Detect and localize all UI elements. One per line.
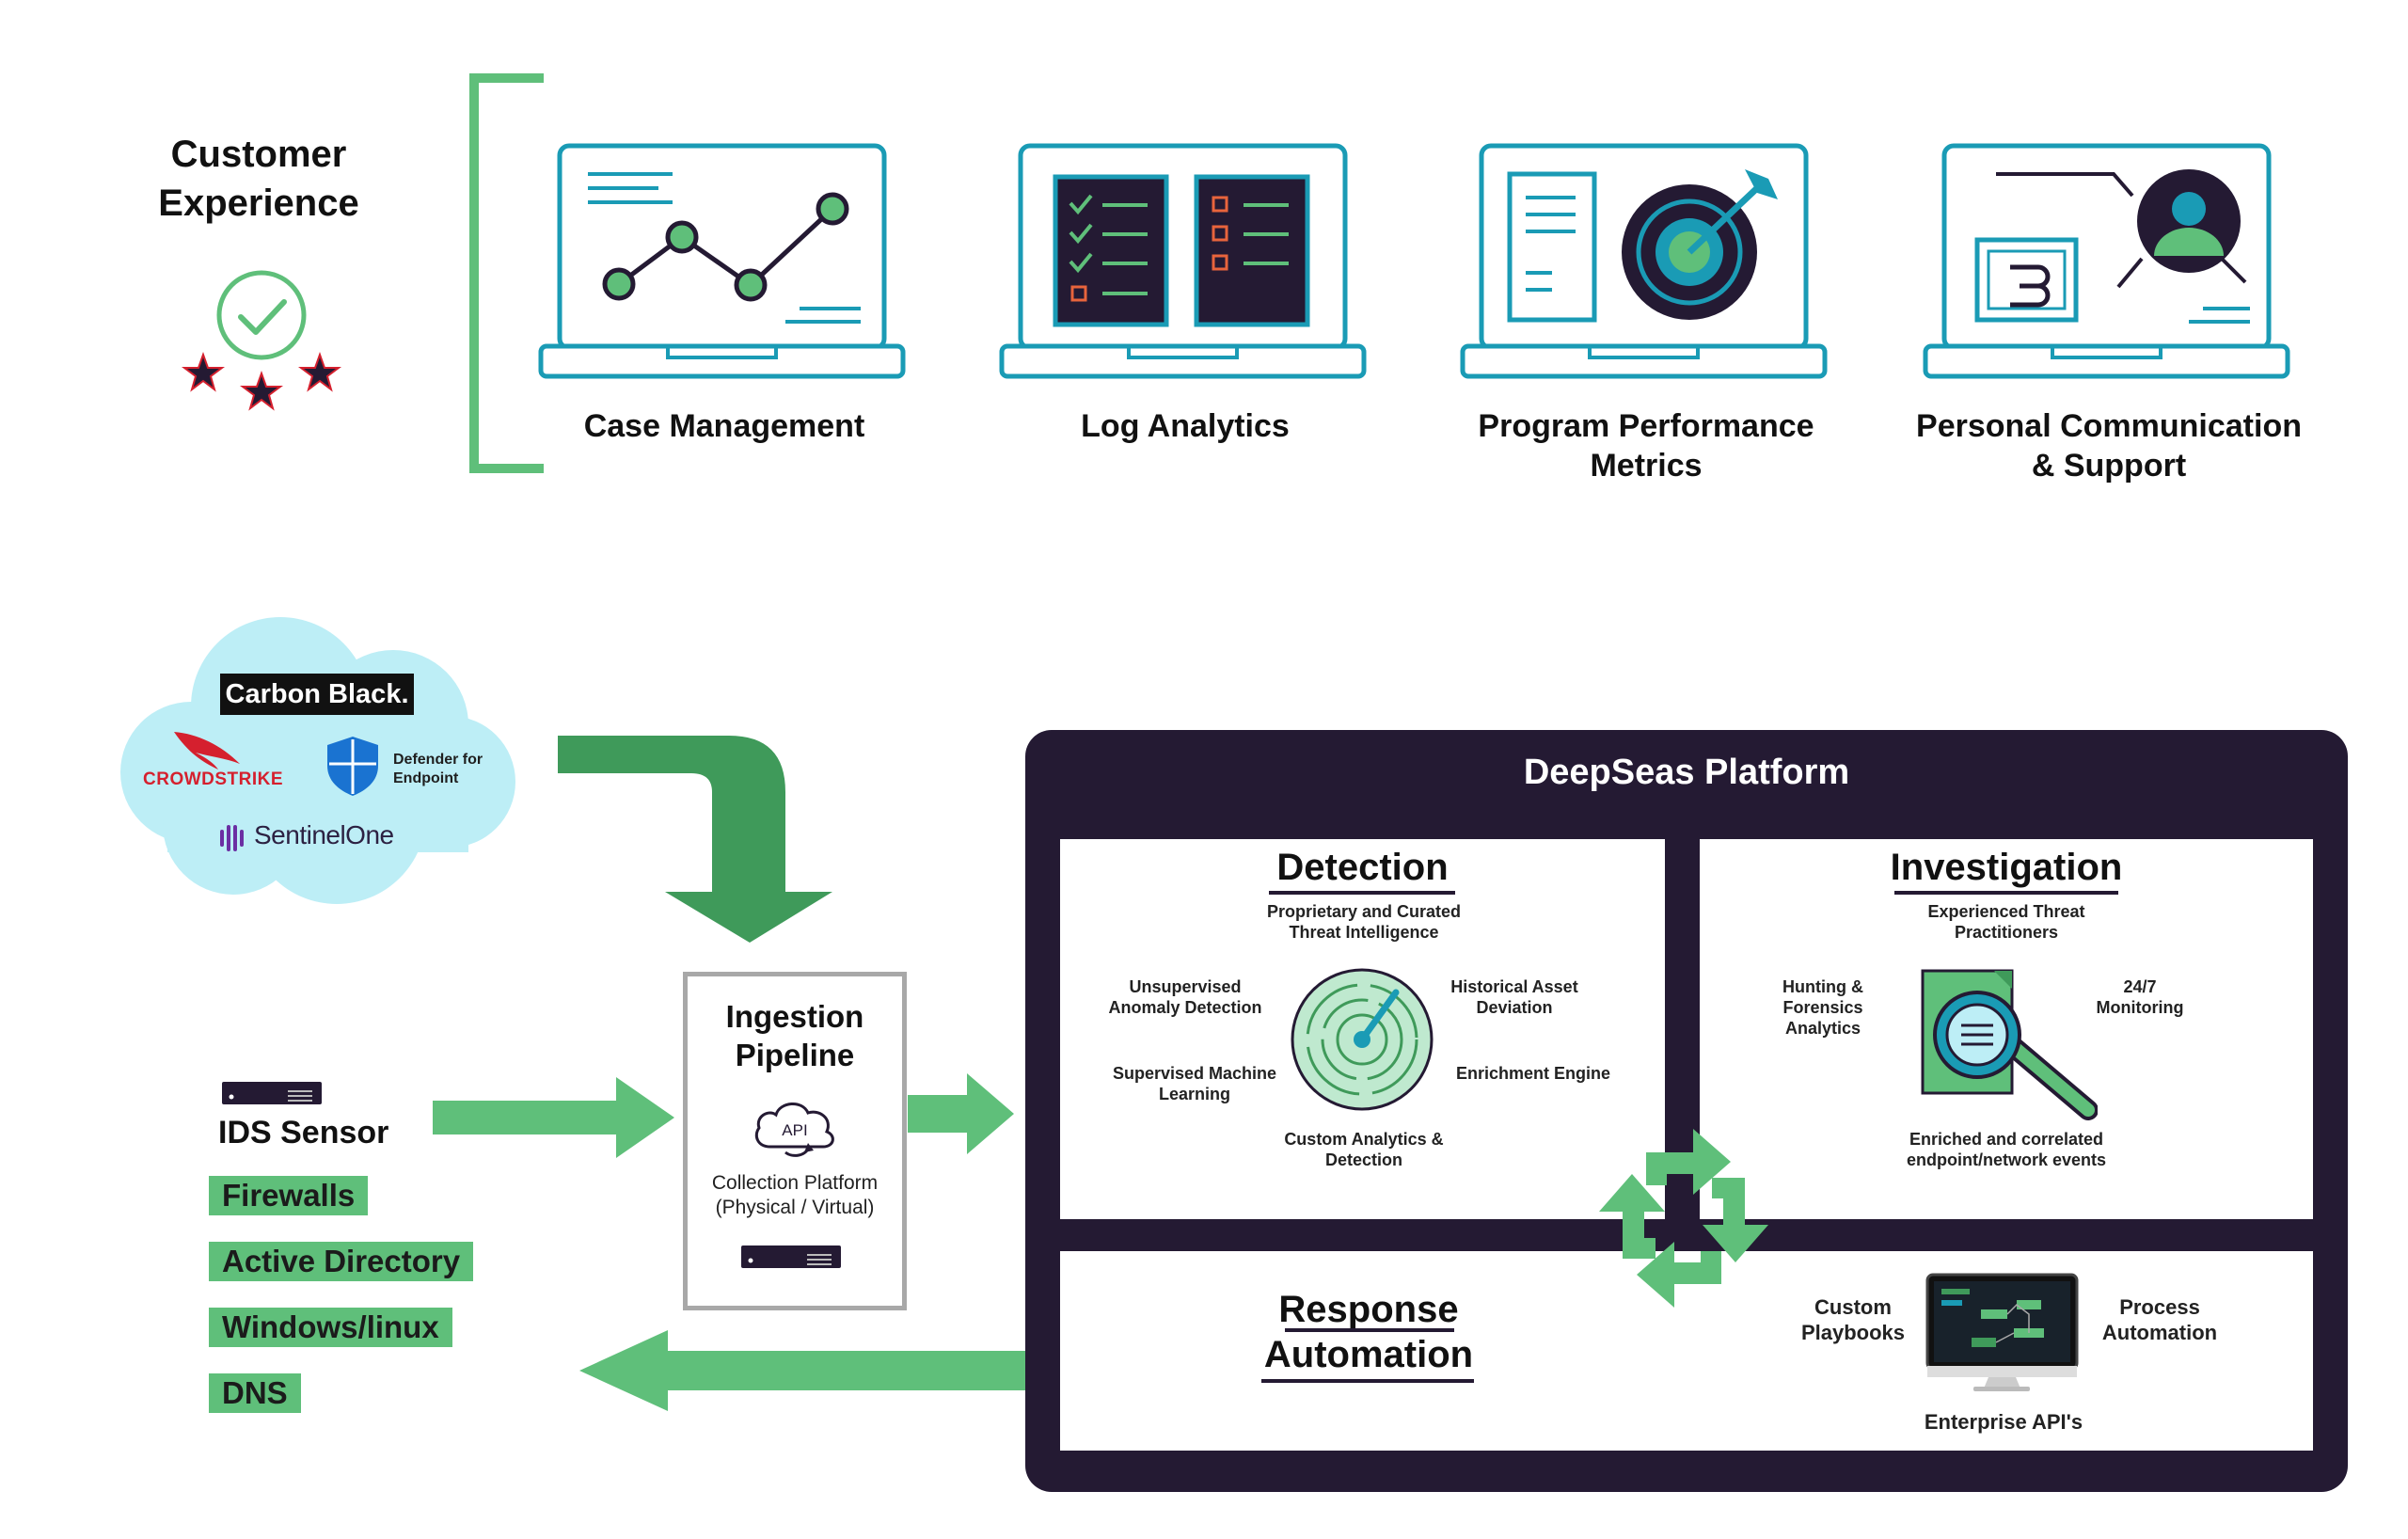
response-right-line1: Process [2119, 1295, 2200, 1319]
ingestion-title-line1: Ingestion [725, 999, 864, 1034]
detection-left2-line2: Learning [1158, 1085, 1230, 1103]
detection-bottom-line2: Detection [1324, 1150, 1402, 1169]
detection-title-underline [1269, 891, 1455, 895]
case-management-laptop-icon [538, 143, 906, 379]
ids-sensor-label: IDS Sensor [218, 1115, 389, 1150]
detection-anomaly: Unsupervised Anomaly Detection [1082, 976, 1289, 1018]
response-panel [1060, 1251, 2313, 1451]
personal-communication-laptop-icon [1923, 143, 2290, 379]
detection-left1-line2: Anomaly Detection [1108, 998, 1262, 1017]
program-performance-label-line1: Program Performance [1478, 408, 1814, 444]
ingestion-sub-line2: (Physical / Virtual) [715, 1197, 875, 1218]
investigation-practitioners: Experienced Threat Practitioners [1865, 901, 2147, 943]
investigation-bottom-line2: endpoint/network events [1906, 1150, 2107, 1169]
program-performance-laptop-icon [1460, 143, 1828, 379]
detection-left2-line1: Supervised Machine [1112, 1064, 1277, 1083]
ingestion-subtitle: Collection Platform (Physical / Virtual) [683, 1171, 907, 1220]
detection-top-line1: Proprietary and Curated [1266, 902, 1462, 921]
monitor-dashboard-icon [1925, 1273, 2079, 1391]
detection-supervised: Supervised Machine Learning [1091, 1063, 1298, 1104]
platform-title: DeepSeas Platform [1523, 753, 1850, 792]
response-enterprise-apis: Enterprise API's [1924, 1410, 2083, 1434]
sentinelone-logo: SentinelOne [254, 820, 394, 849]
response-title-underline-2 [1261, 1379, 1474, 1383]
log-analytics-laptop-icon [999, 143, 1367, 379]
response-title-line2: Automation [1263, 1334, 1474, 1375]
crowdstrike-falcon-icon [174, 732, 240, 770]
investigation-hunting: Hunting & Forensics Analytics [1757, 976, 1889, 1039]
defender-logo-line2: Endpoint [393, 770, 459, 786]
response-right-line2: Automation [2101, 1321, 2218, 1344]
detection-right1-line2: Deviation [1476, 998, 1553, 1017]
api-cloud-icon: API [754, 1103, 834, 1157]
ids-sensor-device-icon [222, 1082, 322, 1104]
sources-to-pipeline-arrow [433, 1077, 674, 1158]
case-management-label: Case Management [583, 408, 865, 444]
customer-experience-title: Customer Experience [113, 130, 404, 228]
program-performance-label: Program Performance Metrics [1439, 406, 1853, 485]
cycle-arrows-icon [1599, 1129, 1768, 1308]
investigation-title: Investigation [1890, 847, 2123, 888]
investigation-bottom-line1: Enriched and correlated [1909, 1130, 2104, 1149]
defender-logo: Defender for Endpoint [393, 751, 483, 788]
detection-historical: Historical Asset Deviation [1411, 976, 1618, 1018]
source-chip-dns: DNS [209, 1373, 301, 1413]
response-left-line2: Playbooks [1800, 1321, 1906, 1344]
response-title-line1: Response [1278, 1289, 1459, 1330]
detection-enrichment: Enrichment Engine [1455, 1064, 1611, 1083]
detection-custom-analytics: Custom Analytics & Detection [1260, 1129, 1467, 1170]
log-analytics-label: Log Analytics [1081, 408, 1290, 444]
investigation-events: Enriched and correlated endpoint/network… [1865, 1129, 2147, 1170]
source-chip-active-directory: Active Directory [209, 1242, 474, 1281]
source-chip-windows-linux: Windows/linux [209, 1308, 452, 1347]
collection-device-icon [741, 1245, 841, 1268]
detection-top-line2: Threat Intelligence [1289, 923, 1439, 942]
source-chip-firewalls: Firewalls [209, 1176, 369, 1215]
defender-shield-icon [327, 737, 378, 796]
investigation-top-line2: Practitioners [1954, 923, 2059, 942]
magnifier-document-icon [1921, 969, 2098, 1120]
crowdstrike-logo: CROWDSTRIKE [143, 770, 284, 789]
response-left-line1: Custom [1814, 1295, 1892, 1319]
cloud-to-pipeline-arrow [558, 736, 832, 943]
response-custom-playbooks: Custom Playbooks [1778, 1294, 1928, 1345]
personal-communication-label: Personal Communication & Support [1900, 406, 2318, 485]
detection-threat-intel: Proprietary and Curated Threat Intellige… [1223, 901, 1505, 943]
ingestion-sub-line1: Collection Platform [711, 1172, 879, 1194]
detection-bottom-line1: Custom Analytics & [1284, 1130, 1444, 1149]
investigation-monitoring: 24/7 Monitoring [2074, 976, 2206, 1018]
carbon-black-logo: Carbon Black. [220, 674, 414, 715]
investigation-title-underline [1894, 891, 2118, 895]
response-title: Response Automation [1213, 1287, 1524, 1377]
investigation-left-line3: Analytics [1784, 1019, 1861, 1038]
customer-experience-title-line2: Experience [158, 182, 359, 224]
investigation-right-line2: Monitoring [2096, 998, 2184, 1017]
response-process-automation: Process Automation [2084, 1294, 2235, 1345]
response-title-underline-1 [1285, 1328, 1454, 1332]
check-stars-icon [182, 270, 341, 411]
detection-title: Detection [1276, 847, 1449, 888]
personal-communication-label-line1: Personal Communication [1916, 408, 2302, 444]
personal-communication-label-line2: & Support [2031, 448, 2187, 484]
defender-logo-line1: Defender for [393, 752, 483, 768]
sentinelone-mark-icon [220, 825, 244, 851]
investigation-left-line2: Forensics [1782, 998, 1863, 1017]
program-performance-label-line2: Metrics [1590, 448, 1703, 484]
radar-icon [1291, 968, 1434, 1111]
bracket-icon [469, 73, 544, 473]
ingestion-pipeline-title: Ingestion Pipeline [683, 997, 907, 1074]
detection-right1-line1: Historical Asset [1450, 977, 1578, 996]
ingestion-title-line2: Pipeline [735, 1038, 855, 1072]
investigation-top-line1: Experienced Threat [1927, 902, 2085, 921]
customer-experience-title-line1: Customer [170, 134, 347, 175]
api-text: API [782, 1121, 807, 1139]
investigation-right-line1: 24/7 [2123, 977, 2157, 996]
detection-left1-line1: Unsupervised [1129, 977, 1242, 996]
investigation-left-line1: Hunting & [1782, 977, 1863, 996]
platform-to-sources-arrow [579, 1330, 1025, 1411]
pipeline-to-platform-arrow [908, 1073, 1014, 1154]
